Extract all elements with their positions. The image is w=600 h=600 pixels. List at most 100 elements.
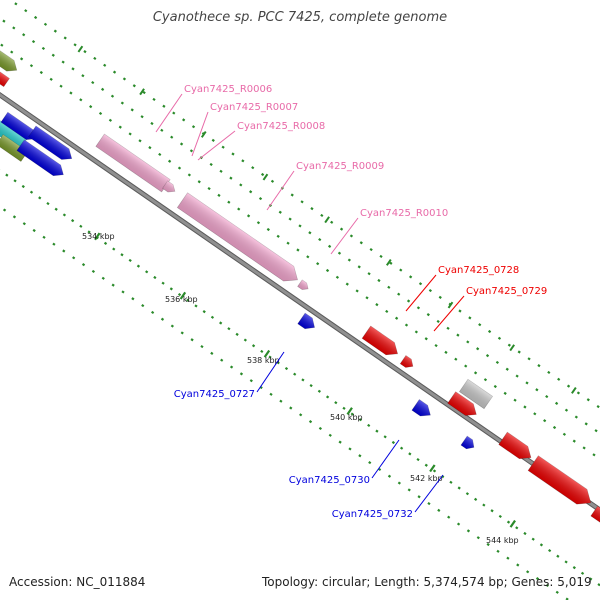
guide-ring-dot — [180, 331, 184, 335]
guide-ring-dot — [71, 219, 75, 223]
guide-ring-dot — [249, 190, 253, 194]
guide-ring-dot — [444, 350, 448, 354]
guide-ring-dot — [454, 357, 458, 361]
guide-ring-dot — [19, 57, 24, 61]
guide-ring-dot — [505, 367, 509, 371]
guide-ring-dot — [474, 497, 478, 501]
guide-ring-dot — [41, 46, 46, 51]
gene-feature-shading — [297, 313, 315, 329]
gene-feature-shading — [459, 379, 493, 409]
gene-label-leader — [256, 351, 285, 393]
gene-feature-shading — [0, 134, 28, 162]
guide-ring-dot — [270, 179, 275, 183]
gene-feature — [95, 133, 171, 193]
guide-ring-dot — [69, 91, 73, 95]
gene-label: Cyan7425_0732 — [332, 509, 413, 520]
guide-ring-dot — [309, 384, 313, 388]
kbp-tick-label: 540 kbp — [330, 413, 363, 422]
guide-ring-dot — [407, 488, 411, 492]
kbp-tick-label: 534 kbp — [82, 232, 115, 241]
guide-ring-dot — [179, 142, 184, 146]
gene-feature — [297, 312, 315, 330]
guide-ring-dot — [111, 283, 115, 287]
guide-ring-dot — [73, 43, 77, 47]
guide-ring-dot — [142, 90, 146, 95]
guide-ring-dot — [120, 101, 124, 105]
gene-feature — [590, 505, 600, 525]
guide-ring-dot — [101, 276, 105, 280]
guide-ring-dot — [367, 423, 371, 427]
gene-feature — [447, 391, 477, 416]
guide-ring-dot — [229, 176, 233, 180]
guide-ring-dot — [517, 350, 521, 354]
guide-ring-dot — [251, 344, 256, 348]
guide-ring-dot — [260, 349, 264, 354]
guide-ring-dot — [527, 357, 531, 361]
guide-ring-dot — [369, 248, 373, 252]
gene-feature-shading — [411, 399, 431, 417]
gene-label-leader — [371, 439, 400, 479]
guide-ring-dot — [564, 408, 569, 412]
guide-ring-dot — [51, 53, 55, 57]
guide-ring-dot — [122, 77, 127, 81]
guide-ring-dot — [358, 418, 363, 422]
guide-ring-dot — [486, 542, 490, 547]
guide-ring-dot — [379, 254, 383, 259]
guide-ring-dot — [128, 258, 132, 263]
guide-ring-dot — [515, 526, 519, 530]
guide-ring-dot — [523, 531, 527, 536]
guide-ring-dot — [269, 392, 273, 396]
guide-ring-dot — [337, 251, 342, 255]
guide-ring-dot — [298, 224, 302, 228]
ring-marker — [385, 258, 392, 266]
guide-ring-dot — [140, 115, 144, 119]
guide-ring-dot — [177, 292, 182, 297]
guide-ring-dot — [416, 457, 420, 462]
gene-feature-shading — [460, 436, 474, 449]
guide-ring-dot — [61, 60, 65, 64]
guide-ring-dot — [566, 384, 571, 388]
kbp-tick-mark — [346, 407, 353, 415]
guide-ring-dot — [39, 70, 43, 75]
genome-backbone — [0, 93, 600, 512]
guide-ring-dot — [241, 159, 245, 163]
guide-ring-dot — [93, 56, 97, 61]
guide-ring-dot — [318, 426, 323, 431]
guide-ring-dot — [416, 306, 421, 310]
guide-ring-dot — [53, 29, 57, 33]
guide-ring-dot — [513, 398, 517, 402]
guide-ring-dot — [447, 515, 451, 519]
gene-label-leader — [155, 93, 183, 133]
guide-ring-dot — [317, 389, 321, 393]
gene-label: Cyan7425_R0006 — [184, 84, 272, 95]
guide-ring-dot — [290, 193, 294, 197]
guide-ring-dot — [318, 237, 322, 242]
guide-ring-dot — [239, 372, 244, 376]
gene-label: Cyan7425_R0007 — [210, 102, 298, 113]
guide-ring-dot — [458, 309, 462, 313]
guide-ring-dot — [14, 2, 18, 6]
guide-ring-dot — [306, 255, 310, 259]
guide-ring-dot — [246, 214, 251, 218]
guide-ring-dot — [576, 391, 581, 395]
guide-ring-dot — [574, 415, 578, 419]
guide-ring-dot — [138, 139, 142, 143]
guide-ring-dot — [12, 26, 16, 30]
guide-ring-dot — [89, 105, 93, 109]
gene-feature — [162, 180, 176, 193]
guide-ring-dot — [170, 135, 174, 139]
gene-label-leader — [330, 217, 359, 255]
guide-ring-dot — [596, 405, 600, 409]
guide-ring-dot — [59, 84, 63, 88]
gene-label: Cyan7425_0727 — [174, 389, 255, 400]
guide-ring-dot — [507, 343, 511, 347]
guide-ring-dot — [399, 268, 403, 272]
guide-ring-dot — [466, 340, 470, 344]
guide-ring-dot — [170, 324, 174, 328]
guide-ring-dot — [83, 50, 87, 54]
guide-ring-dot — [209, 162, 213, 167]
gene-label: Cyan7425_0730 — [289, 475, 370, 486]
guide-ring-dot — [572, 439, 576, 443]
guide-ring-dot — [342, 406, 346, 410]
